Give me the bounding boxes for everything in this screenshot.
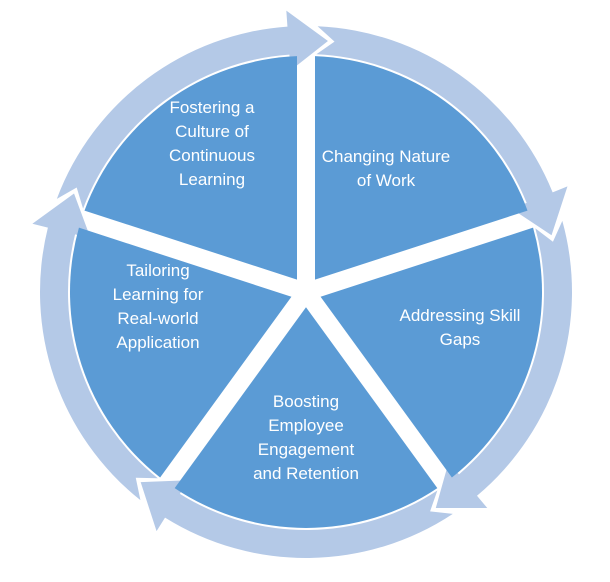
segment-label-line: Application xyxy=(116,333,199,352)
cycle-arrow-tailoring-learning xyxy=(32,193,158,501)
segment-wedge-addressing-skill-gaps xyxy=(320,227,543,478)
segment-wedges xyxy=(69,56,543,528)
segment-label-line: of Work xyxy=(357,171,416,190)
segment-label-line: Changing Nature xyxy=(322,147,451,166)
segment-label-line: Engagement xyxy=(258,440,355,459)
segment-label-line: Culture of xyxy=(175,122,249,141)
segment-label-line: Real-world xyxy=(117,309,198,328)
cycle-arrow-addressing-skill-gaps xyxy=(435,220,572,509)
cycle-arrow-boosting-employee-engagement xyxy=(140,480,453,558)
segment-label-line: Fostering a xyxy=(169,98,255,117)
segment-wedge-fostering-culture xyxy=(84,56,298,280)
segment-label-line: and Retention xyxy=(253,464,359,483)
segment-wedge-tailoring-learning xyxy=(69,227,292,478)
segment-label-line: Continuous xyxy=(169,146,255,165)
cycle-arrow-fostering-culture xyxy=(56,10,328,209)
segment-label-line: Employee xyxy=(268,416,344,435)
segment-label-line: Learning xyxy=(179,170,245,189)
arrow-ring xyxy=(32,10,572,558)
segment-label-line: Learning for xyxy=(113,285,204,304)
segment-label-line: Boosting xyxy=(273,392,339,411)
segment-label-line: Gaps xyxy=(440,330,481,349)
segment-label-line: Addressing Skill xyxy=(400,306,521,325)
segment-wedge-boosting-employee-engagement xyxy=(174,307,438,528)
segment-label-line: Tailoring xyxy=(126,261,189,280)
segment-wedge-changing-nature-of-work xyxy=(314,56,528,280)
cycle-arrow-changing-nature-of-work xyxy=(316,26,568,236)
segment-label-changing-nature-of-work: Changing Nature of Work xyxy=(322,147,451,190)
